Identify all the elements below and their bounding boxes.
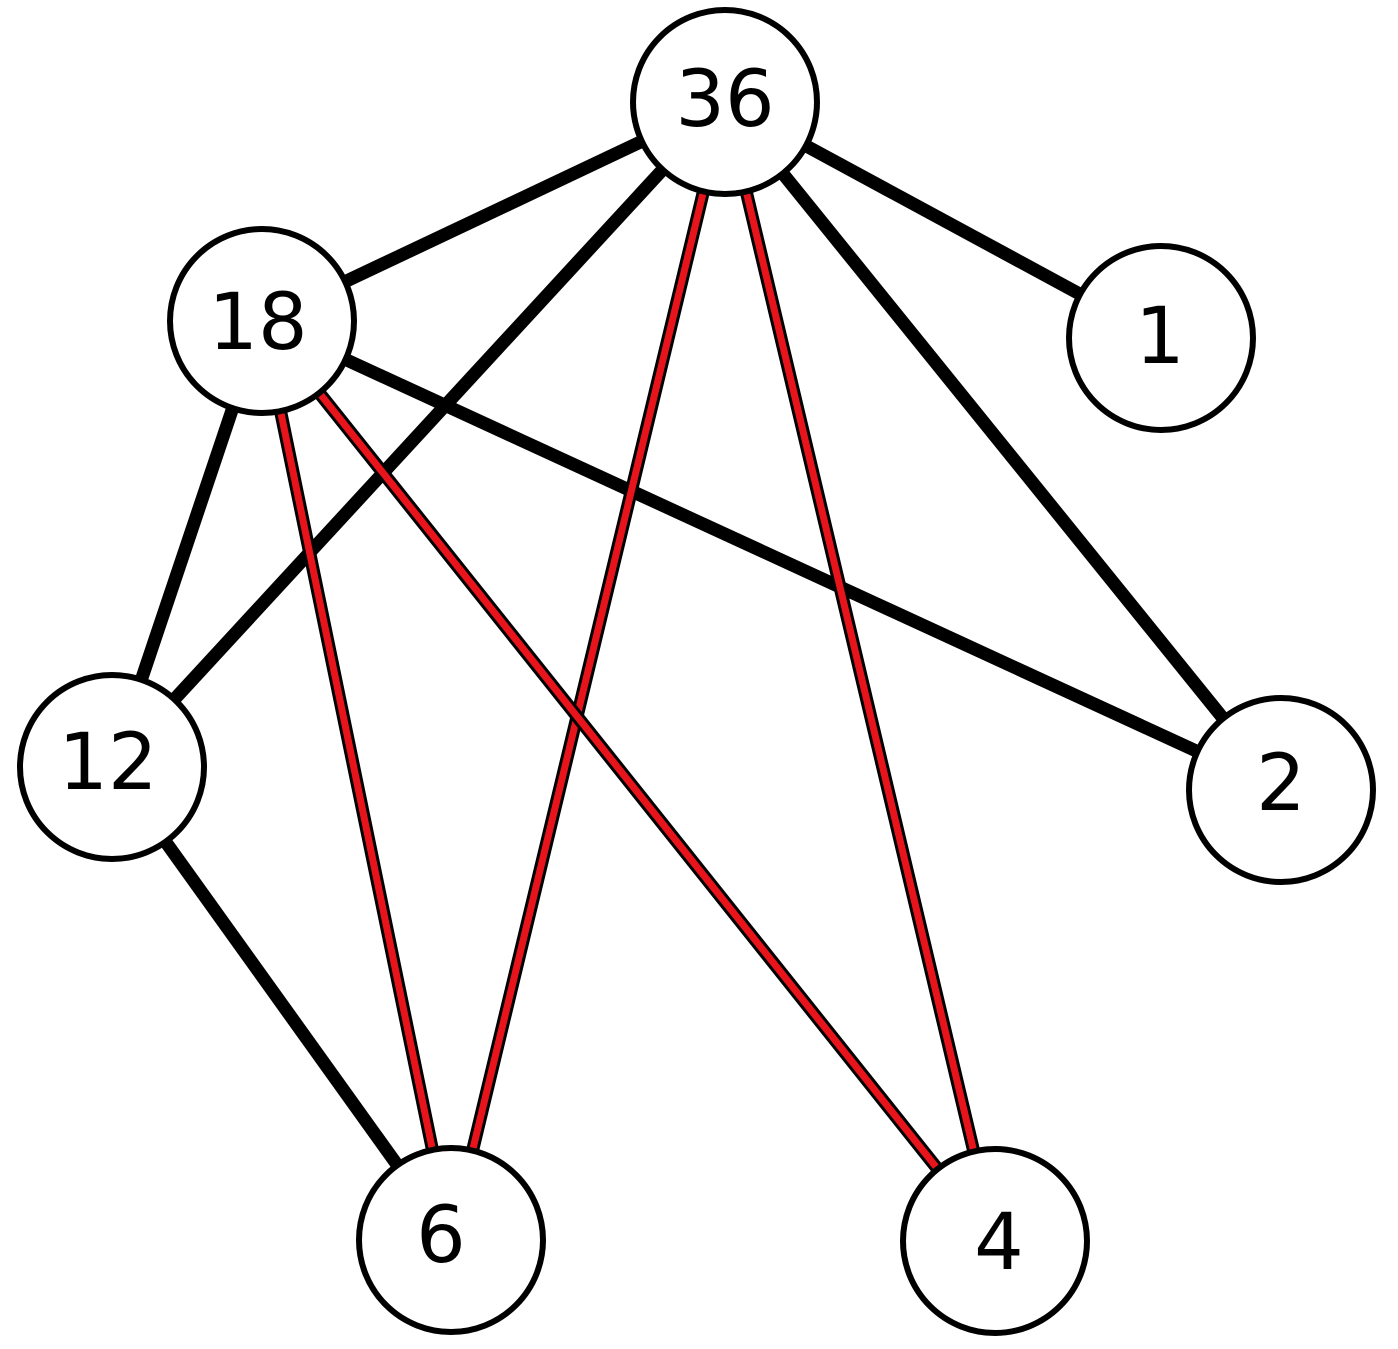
edge-36-1 — [801, 139, 1085, 301]
edge-18-6-core — [276, 408, 437, 1153]
node-4-circle — [900, 1146, 1090, 1336]
node-36: 36 — [630, 7, 820, 197]
node-2-label: 2 — [1256, 739, 1306, 829]
edge-36-2 — [776, 167, 1230, 725]
node-4: 4 — [900, 1146, 1090, 1336]
node-18: 18 — [167, 226, 357, 416]
edge-36-4-core — [742, 188, 978, 1155]
edge-36-6 — [465, 187, 711, 1155]
node-4-label: 4 — [974, 1198, 1024, 1288]
nodes-layer: 36 18 1 12 2 6 4 — [17, 7, 1376, 1336]
edge-36-18 — [340, 134, 647, 289]
node-6-label: 6 — [416, 1191, 466, 1281]
node-6: 6 — [356, 1145, 546, 1335]
node-6-circle — [356, 1145, 546, 1335]
node-1-label: 1 — [1135, 292, 1185, 382]
edge-18-4 — [312, 387, 945, 1175]
edge-12-6 — [159, 836, 404, 1171]
node-18-circle — [167, 226, 357, 416]
edge-36-6-core — [468, 188, 708, 1154]
node-12-circle — [17, 672, 207, 862]
node-2-circle — [1186, 695, 1376, 885]
edges-layer — [134, 134, 1230, 1175]
edge-18-4-core — [315, 389, 942, 1173]
node-36-label: 36 — [675, 55, 774, 145]
node-12-label: 12 — [58, 718, 157, 808]
node-12: 12 — [17, 672, 207, 862]
edge-18-12 — [134, 404, 240, 684]
edge-36-4 — [739, 188, 981, 1155]
node-1: 1 — [1066, 243, 1256, 433]
edge-18-6 — [273, 407, 440, 1154]
node-18-label: 18 — [208, 278, 307, 368]
edge-36-12 — [168, 163, 669, 706]
edge-18-2 — [341, 352, 1202, 759]
node-1-circle — [1066, 243, 1256, 433]
node-2: 2 — [1186, 695, 1376, 885]
node-36-circle — [630, 7, 820, 197]
